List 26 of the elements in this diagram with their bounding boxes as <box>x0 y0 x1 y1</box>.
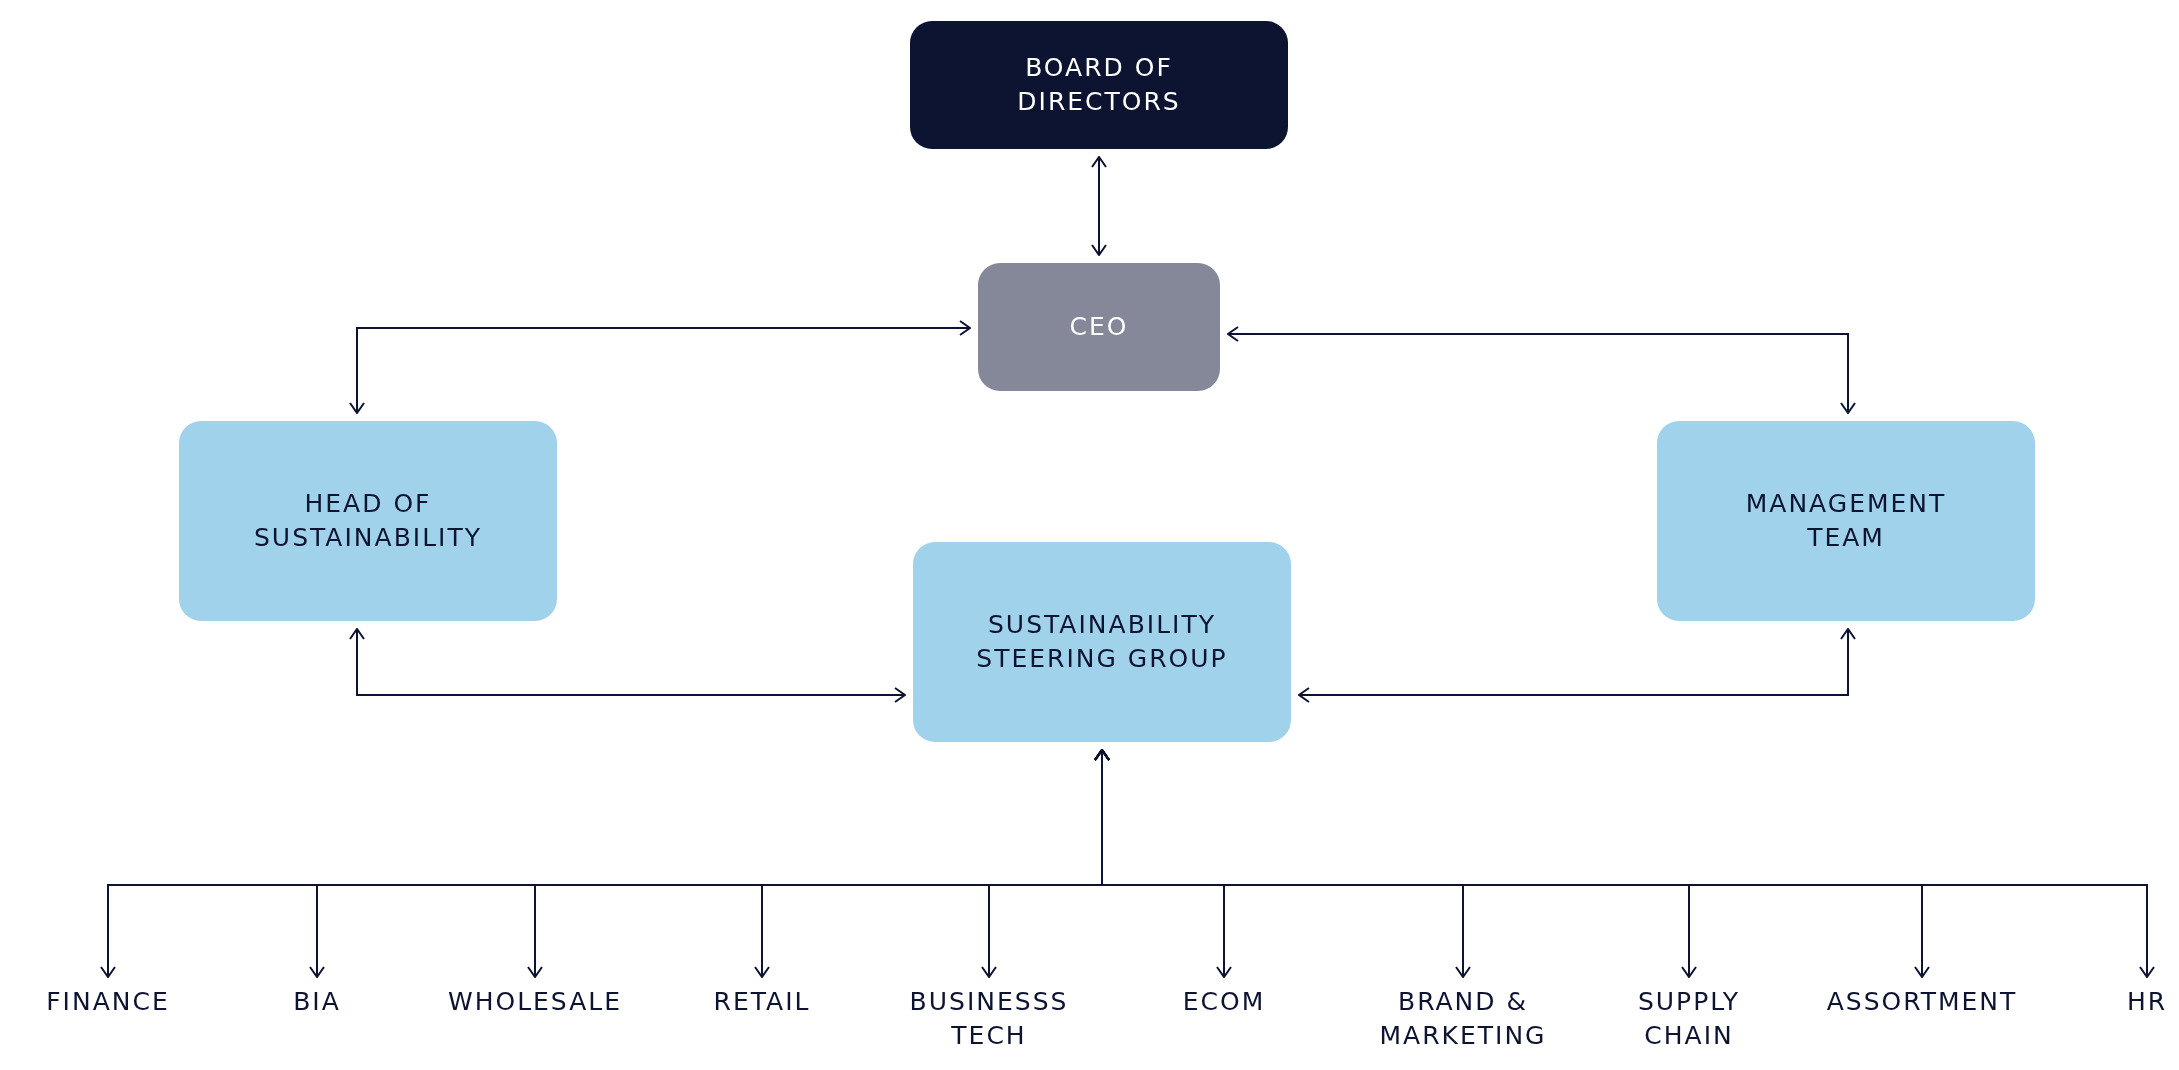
board-box <box>910 21 1288 149</box>
arrow <box>349 320 971 414</box>
department-label: ASSORTMENT <box>1826 986 2018 1018</box>
department-label: RETAIL <box>713 986 811 1018</box>
node-label: MANAGEMENT TEAM <box>1744 488 1948 554</box>
team-box <box>1657 421 2035 621</box>
node-label: CEO <box>1068 311 1130 344</box>
arrow <box>1094 749 2155 978</box>
department-label: SUPPLY CHAIN <box>1636 986 1742 1052</box>
team-box <box>913 542 1291 742</box>
arrow <box>1298 628 1856 703</box>
department-label: BIA <box>293 986 341 1018</box>
ceo-box <box>978 263 1220 391</box>
department-label: HR <box>2126 986 2168 1018</box>
node-label: HEAD OF SUSTAINABILITY <box>253 488 483 554</box>
department-label: ECOM <box>1182 986 1266 1018</box>
arrow <box>349 628 906 703</box>
team-box <box>179 421 557 621</box>
node-label: SUSTAINABILITY STEERING GROUP <box>975 609 1229 675</box>
department-label: BRAND & MARKETING <box>1378 986 1548 1052</box>
department-label: WHOLESALE <box>447 986 623 1018</box>
node-label: BOARD OF DIRECTORS <box>1016 52 1182 118</box>
department-label: FINANCE <box>46 986 170 1018</box>
department-label: BUSINESSS TECH <box>908 986 1070 1052</box>
arrow <box>1091 156 1107 256</box>
arrow <box>1227 326 1856 414</box>
